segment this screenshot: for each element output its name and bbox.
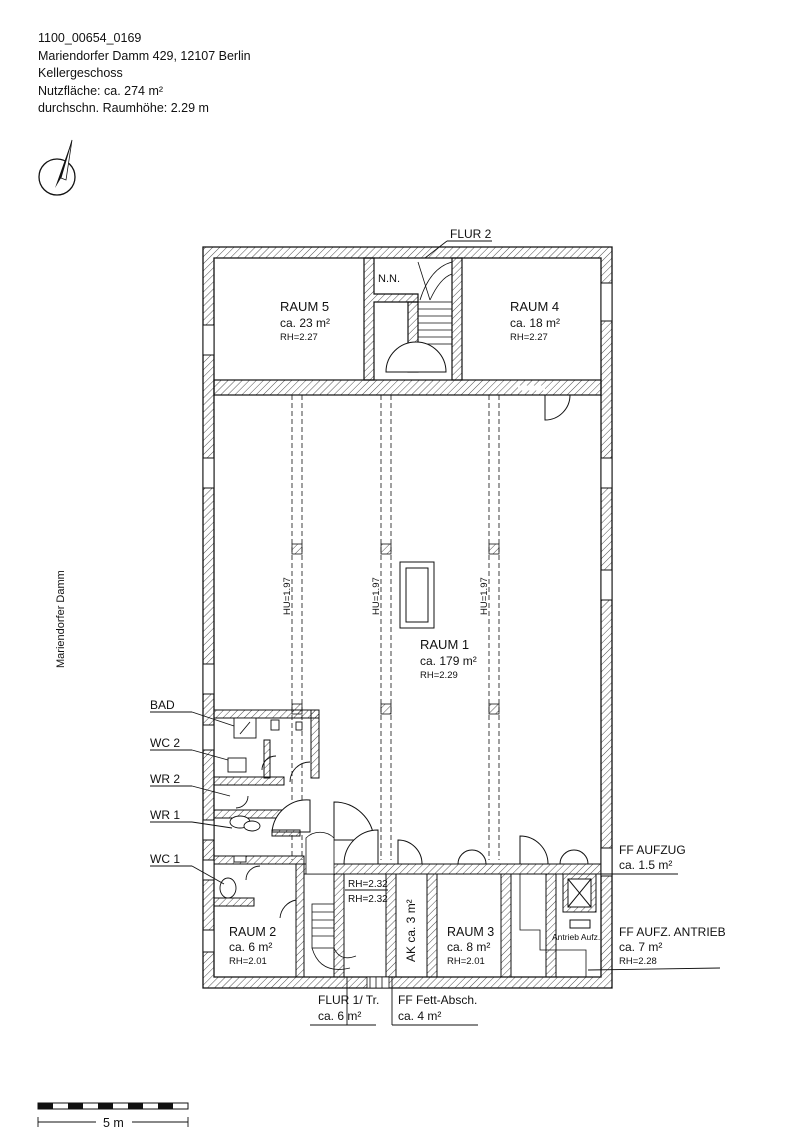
raum5-area: ca. 23 m² bbox=[280, 316, 330, 330]
flur-height-1: RH=2.32 bbox=[348, 879, 388, 890]
stair-flur1 bbox=[305, 831, 357, 970]
windows bbox=[202, 282, 613, 953]
lower-walls bbox=[303, 863, 602, 978]
flur2-east-wall bbox=[451, 257, 463, 381]
stair-flur2 bbox=[417, 261, 453, 345]
elevator-shaft bbox=[562, 873, 597, 929]
wc2-label: WC 2 bbox=[150, 736, 180, 750]
ff-aufzug-area: ca. 1.5 m² bbox=[619, 858, 672, 872]
raum3-area: ca. 8 m² bbox=[447, 940, 490, 954]
beam-label-3: HU=1.97 bbox=[479, 577, 490, 615]
wr2-label: WR 2 bbox=[150, 772, 180, 786]
ff-fett-label: FF Fett-Absch. bbox=[398, 993, 477, 1007]
avg-room-height: durchschn. Raumhöhe: 2.29 m bbox=[38, 101, 209, 115]
raum4-area: ca. 18 m² bbox=[510, 316, 560, 330]
raum1-name: RAUM 1 bbox=[420, 637, 469, 652]
scale-label: 5 m bbox=[103, 1116, 124, 1130]
columns bbox=[291, 543, 500, 715]
raum2-height: RH=2.01 bbox=[229, 956, 267, 967]
sanitary-doors bbox=[235, 755, 311, 919]
raum5-name: RAUM 5 bbox=[280, 299, 329, 314]
flur2-label: FLUR 2 bbox=[450, 227, 492, 241]
raum1-height: RH=2.29 bbox=[420, 670, 458, 681]
scale-bar: 5 m bbox=[37, 1102, 189, 1130]
leader-lines bbox=[150, 240, 721, 1026]
beam-label-2: HU=1.97 bbox=[371, 577, 382, 615]
ff-aufz-antrieb-height: RH=2.28 bbox=[619, 956, 657, 967]
wc1-label: WC 1 bbox=[150, 852, 180, 866]
upper-partition-wall bbox=[213, 379, 602, 396]
ff-aufzug-label: FF AUFZUG bbox=[619, 843, 686, 857]
usable-area: Nutzfläche: ca. 274 m² bbox=[38, 83, 164, 98]
street-label: Mariendorfer Damm bbox=[55, 570, 67, 668]
plan-id: 1100_00654_0169 bbox=[38, 31, 142, 45]
raum3-name: RAUM 3 bbox=[447, 925, 494, 939]
raum2-name: RAUM 2 bbox=[229, 925, 276, 939]
raum5-height: RH=2.27 bbox=[280, 332, 318, 343]
lower-doors bbox=[343, 829, 589, 865]
ak-label: AK ca. 3 m² bbox=[404, 899, 418, 962]
raum4-name: RAUM 4 bbox=[510, 299, 559, 314]
raum2-area: ca. 6 m² bbox=[229, 940, 272, 954]
door-raum5 bbox=[385, 341, 447, 373]
wr-door bbox=[271, 799, 375, 841]
raum3-height: RH=2.01 bbox=[447, 956, 485, 967]
ff-fett-area: ca. 4 m² bbox=[398, 1009, 441, 1023]
nn-label: N.N. bbox=[378, 273, 400, 285]
floor-name: Kellergeschoss bbox=[38, 66, 123, 80]
header-info: 1100_00654_0169 Mariendorfer Damm 429, 1… bbox=[38, 30, 251, 118]
antrieb-small-label: Antrieb Aufz. bbox=[552, 932, 600, 942]
bad-label: BAD bbox=[150, 698, 175, 712]
flur1-label: FLUR 1/ Tr. bbox=[318, 993, 379, 1007]
door-raum4 bbox=[518, 385, 571, 421]
sanitary-fixtures bbox=[219, 717, 303, 899]
ff-aufz-antrieb-area: ca. 7 m² bbox=[619, 940, 662, 954]
beam-label-1: HU=1.97 bbox=[282, 577, 293, 615]
beam-lines bbox=[291, 395, 500, 860]
raum4-height: RH=2.27 bbox=[510, 332, 548, 343]
north-arrow-icon bbox=[38, 139, 76, 196]
wr1-label: WR 1 bbox=[150, 808, 180, 822]
light-shaft bbox=[399, 561, 435, 629]
flur1-area: ca. 6 m² bbox=[318, 1009, 361, 1023]
flur-height-2: RH=2.32 bbox=[348, 894, 388, 905]
ff-aufz-antrieb-label: FF AUFZ. ANTRIEB bbox=[619, 925, 726, 939]
address: Mariendorfer Damm 429, 12107 Berlin bbox=[38, 48, 251, 63]
raum1-area: ca. 179 m² bbox=[420, 654, 477, 668]
misc-lines bbox=[366, 874, 587, 989]
